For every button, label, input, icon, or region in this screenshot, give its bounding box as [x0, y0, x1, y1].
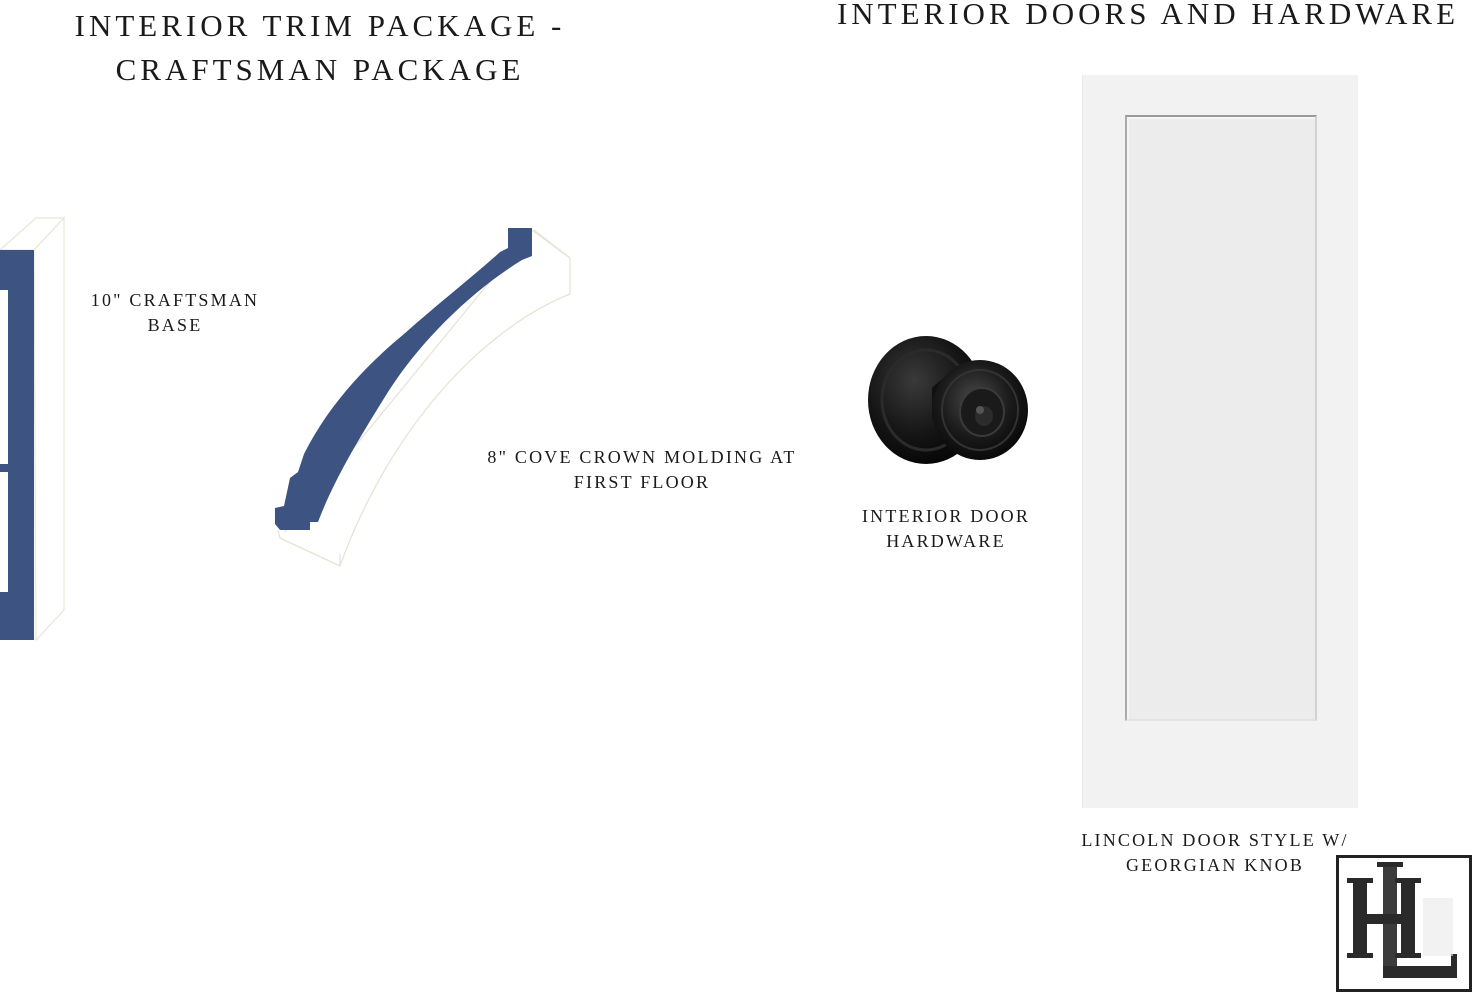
hardware-caption-line1: INTERIOR DOOR	[861, 506, 1031, 526]
door-knob-icon	[862, 330, 1034, 480]
trim-title-line2: CRAFTSMAN PACKAGE	[115, 52, 525, 87]
door-caption-line2: GEORGIAN KNOB	[1125, 855, 1305, 875]
door-caption: LINCOLN DOOR STYLE W/ GEORGIAN KNOB	[1050, 828, 1380, 878]
doors-hardware-title: INTERIOR DOORS AND HARDWARE	[818, 0, 1473, 36]
base-caption-line2: BASE	[147, 315, 203, 335]
door-caption-line1: LINCOLN DOOR STYLE W/	[1081, 830, 1349, 850]
door-inset-panel	[1125, 115, 1317, 721]
crown-caption: 8" COVE CROWN MOLDING AT FIRST FLOOR	[462, 445, 822, 495]
trim-title-line1: INTERIOR TRIM PACKAGE -	[74, 8, 566, 43]
hl-monogram-logo	[1336, 855, 1472, 992]
crown-caption-line1: 8" COVE CROWN MOLDING AT	[487, 447, 797, 467]
baseboard-molding-icon	[0, 214, 70, 644]
base-caption-line1: 10" CRAFTSMAN	[90, 290, 260, 310]
hardware-caption: INTERIOR DOOR HARDWARE	[836, 504, 1056, 554]
hardware-caption-line2: HARDWARE	[886, 531, 1006, 551]
trim-package-title: INTERIOR TRIM PACKAGE - CRAFTSMAN PACKAG…	[40, 4, 600, 92]
base-caption: 10" CRAFTSMAN BASE	[70, 288, 280, 338]
crown-molding-icon	[270, 222, 580, 572]
doors-title-line: INTERIOR DOORS AND HARDWARE	[836, 0, 1460, 31]
door-icon	[1082, 75, 1358, 808]
crown-caption-line2: FIRST FLOOR	[573, 472, 711, 492]
